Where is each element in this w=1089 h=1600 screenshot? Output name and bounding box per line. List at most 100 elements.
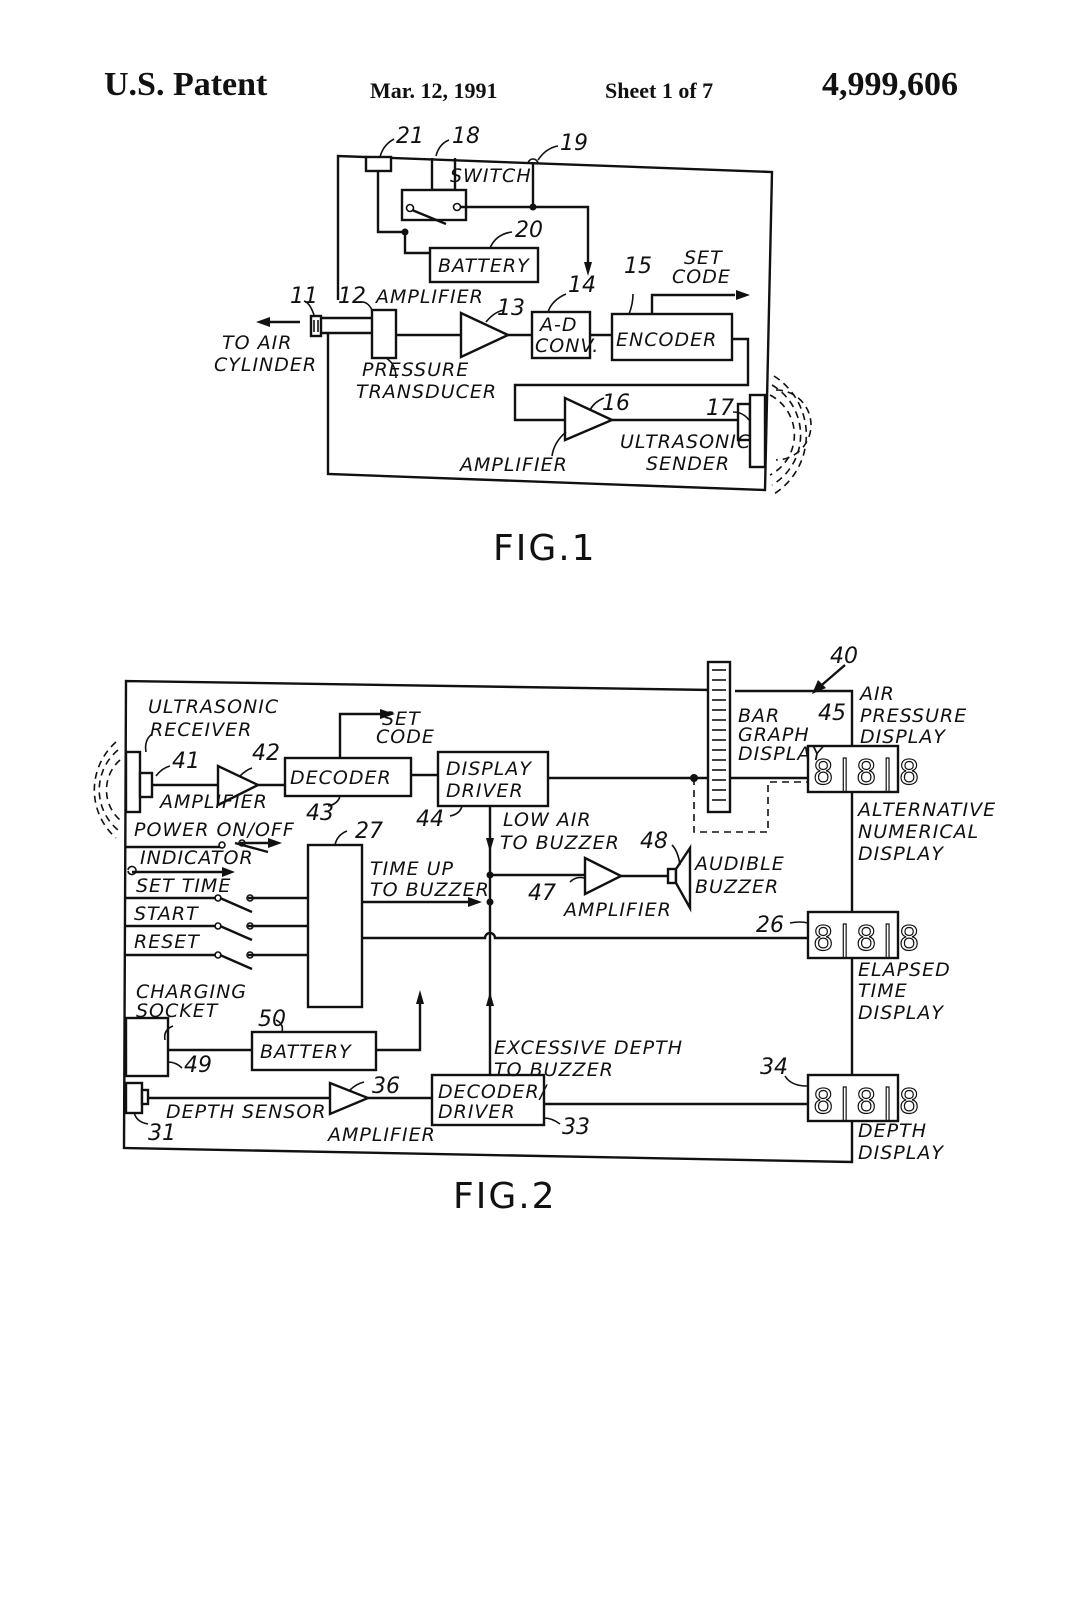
label-set-time: SET TIME: [136, 875, 231, 897]
sheet-number: Sheet 1 of 7: [605, 78, 714, 103]
leader-12: [361, 301, 373, 311]
amplifier-47: [583, 856, 624, 896]
amplifier-16: [563, 396, 615, 442]
label-charging: CHARGING: [136, 981, 247, 1003]
leader-18: [435, 139, 450, 157]
set-code-line: [338, 712, 380, 758]
part-11-connector: [309, 314, 323, 338]
label-sender: SENDER: [646, 453, 730, 475]
junction: [486, 898, 494, 906]
bar-graph-segments: [712, 669, 726, 801]
label-code: CODE: [376, 726, 435, 748]
ref-49: 49: [184, 1053, 212, 1078]
air-tube: [322, 316, 372, 335]
seven-segment-digits: 8|8|8: [813, 1082, 920, 1122]
ref-34: 34: [760, 1055, 788, 1080]
ref-36: 36: [372, 1074, 400, 1099]
ref-42: 42: [252, 741, 280, 766]
leader-21: [379, 138, 395, 158]
seven-segment-digits: 8|8|8: [813, 753, 920, 793]
ultrasonic-sender-17: [748, 393, 767, 469]
label-air: AIR: [858, 683, 895, 705]
leader-15: [628, 293, 634, 315]
ref-50: 50: [258, 1007, 286, 1032]
air-pressure-numeric-display: [806, 744, 900, 794]
speaker-icon: [674, 844, 692, 913]
wire-to-encoder: [533, 205, 590, 265]
leader-44: [449, 805, 463, 817]
label-decoder: DECODER: [290, 767, 392, 789]
amplifier-42: [216, 764, 261, 807]
label-buzzer: BUZZER: [695, 876, 779, 898]
leader-31: [133, 1111, 149, 1125]
label-power: POWER ON/OFF: [134, 819, 295, 841]
arrow-head: [468, 897, 482, 907]
label-decoder-driver-2: DRIVER: [438, 1101, 516, 1123]
leader-33: [543, 1117, 561, 1125]
alternative-link-dashed: [693, 778, 808, 833]
label-ad-1: A-D: [538, 314, 577, 336]
label-alt-display: DISPLAY: [858, 843, 944, 865]
label-excessive: EXCESSIVE DEPTH: [494, 1037, 683, 1059]
fig1-enclosure: [326, 154, 774, 492]
part-19-indicator: [527, 158, 539, 165]
switch-18-box: [400, 188, 468, 222]
label-receiver: RECEIVER: [150, 719, 252, 741]
label-pressure: PRESSURE: [860, 705, 967, 727]
leader-11: [303, 300, 315, 316]
label-numerical: NUMERICAL: [858, 821, 979, 843]
depth-sensor-tip: [140, 1088, 150, 1106]
label-to-buzzer-2: TO BUZZER: [500, 832, 620, 854]
fig1-caption: FIG.1: [493, 528, 597, 569]
label-cylinder: CYLINDER: [214, 354, 317, 376]
ref-26: 26: [756, 913, 784, 938]
patent-title: U.S. Patent: [104, 66, 268, 103]
arrow-head: [736, 290, 750, 300]
ref-14: 14: [568, 273, 596, 298]
ref-18: 18: [452, 124, 480, 149]
label-set: SET: [382, 708, 421, 730]
pressure-transducer-12: [370, 308, 398, 360]
set-code-line: [650, 293, 735, 314]
label-encoder: ENCODER: [616, 329, 717, 351]
elapsed-time-display-26: [806, 910, 900, 960]
ref-44: 44: [416, 807, 444, 832]
ref-11: 11: [290, 284, 318, 309]
label-switch: SWITCH: [450, 165, 532, 187]
depth-display-34: [806, 1073, 900, 1123]
label-battery: BATTERY: [260, 1041, 352, 1063]
label-pressure: PRESSURE: [362, 359, 469, 381]
junction: [401, 228, 409, 236]
leader-26: [789, 921, 809, 924]
ref-15: 15: [624, 254, 652, 279]
charging-socket-49: [124, 1016, 170, 1078]
leader-41: [155, 765, 171, 777]
label-elapsed: ELAPSED: [858, 959, 951, 981]
patent-date: Mar. 12, 1991: [370, 78, 498, 103]
arrow-head: [584, 262, 592, 276]
arrow-head: [486, 992, 494, 1006]
ref-20: 20: [515, 218, 543, 243]
label-set-code-2: CODE: [672, 266, 731, 288]
ref-43: 43: [306, 801, 334, 826]
switch-group: [126, 838, 308, 971]
fig2-enclosure: [122, 679, 854, 1164]
timer-block-27: [306, 843, 364, 1009]
label-transducer: TRANSDUCER: [356, 381, 497, 403]
leader-50: [275, 1019, 284, 1033]
arrow-head: [486, 838, 494, 852]
label-alternative: ALTERNATIVE: [856, 799, 996, 821]
label-decoder-driver-1: DECODER/: [438, 1081, 549, 1103]
arrow-head: [256, 317, 270, 327]
label-amplifier-42: AMPLIFIER: [158, 791, 268, 813]
leader-34: [784, 1075, 808, 1087]
switch-contact-left: [405, 203, 415, 213]
label-audible: AUDIBLE: [693, 853, 785, 875]
label-battery: BATTERY: [438, 255, 530, 277]
ref-16: 16: [602, 391, 630, 416]
receiver-element: [138, 771, 154, 799]
label-ultrasonic: ULTRASONIC: [620, 431, 751, 453]
leader-receiver: [144, 733, 153, 753]
